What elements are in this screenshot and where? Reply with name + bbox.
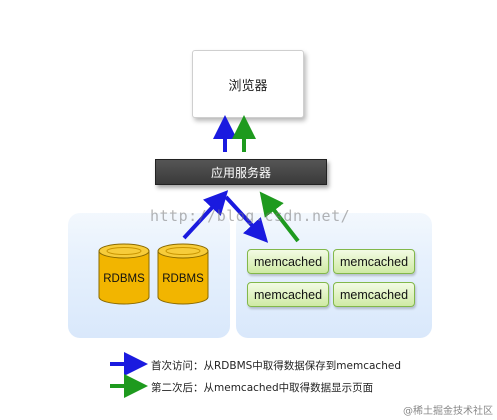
legend-first-access-text: 首次访问：从RDBMS中取得数据保存到memcached: [151, 360, 401, 372]
arrow-server-to-memcached-blue: [224, 195, 269, 243]
database-cylinder-icon: [157, 243, 209, 305]
memcached-node-4: memcached: [333, 282, 415, 307]
browser-node: 浏览器: [192, 50, 304, 118]
database-cylinder-icon: [98, 243, 150, 305]
browser-label: 浏览器: [228, 78, 268, 94]
arrow-db-to-server-blue: [182, 190, 229, 240]
memcached-group-panel: [236, 213, 432, 338]
arrow-memcached-to-server-green: [259, 191, 300, 243]
rdbms-label: RDBMS: [162, 273, 204, 285]
rdbms-label: RDBMS: [103, 273, 145, 285]
watermark-text: http://blog.csdn.net/: [150, 207, 351, 225]
memcached-node-3: memcached: [247, 282, 329, 307]
memcached-label: memcached: [339, 254, 409, 269]
app-server-node: 应用服务器: [155, 159, 327, 185]
app-server-label: 应用服务器: [210, 165, 271, 180]
memcached-label: memcached: [253, 254, 323, 269]
legend-second-access-text: 第二次后：从memcached中取得数据显示页面: [151, 382, 374, 394]
memcached-node-2: memcached: [333, 249, 415, 274]
rdbms-database-2: RDBMS: [157, 243, 209, 305]
memcached-node-1: memcached: [247, 249, 329, 274]
rdbms-database-1: RDBMS: [98, 243, 150, 305]
source-watermark: @稀土掘金技术社区: [403, 406, 493, 417]
memcached-label: memcached: [253, 287, 323, 302]
memcached-label: memcached: [339, 287, 409, 302]
